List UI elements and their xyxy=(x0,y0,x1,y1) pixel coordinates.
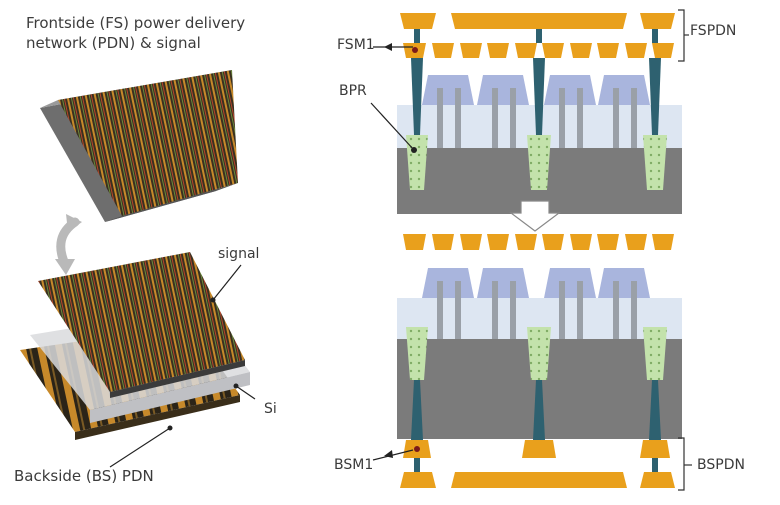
bsm1-metal-row xyxy=(403,440,670,458)
label-fsm1: FSM1 xyxy=(337,37,375,53)
bspdn-bracket xyxy=(678,437,685,491)
fspdn-bracket xyxy=(678,9,685,62)
leader-backside xyxy=(109,427,171,468)
label-bspdn: BSPDN xyxy=(697,457,745,473)
frontside-chip xyxy=(40,70,238,222)
frontside-chip-top xyxy=(58,70,238,216)
left-title: Frontside (FS) power delivery network (P… xyxy=(26,13,245,53)
fs-gates xyxy=(422,75,650,148)
left-title-line2: network (PDN) & signal xyxy=(26,34,201,52)
bs-top-metal-row xyxy=(403,234,674,250)
label-fspdn: FSPDN xyxy=(690,23,737,39)
leader-si xyxy=(235,385,256,400)
fs-buried-power-rails xyxy=(406,135,667,190)
label-backside-pdn: Backside (BS) PDN xyxy=(14,467,154,485)
bs-gates xyxy=(422,268,650,339)
label-signal: signal xyxy=(218,246,260,262)
leader-bpr xyxy=(370,102,415,151)
frontside-chip-bottom-edge xyxy=(105,183,238,222)
label-bpr: BPR xyxy=(339,83,367,99)
bs-buried-power-rails xyxy=(406,327,667,380)
bs-bottom-metal-row xyxy=(400,472,675,488)
fs-vias-top xyxy=(414,29,658,43)
left-title-line1: Frontside (FS) power delivery xyxy=(26,14,246,32)
bs-vias-bottom xyxy=(414,458,658,472)
fs-top-metal-row xyxy=(400,13,675,29)
fsm1-metal-row xyxy=(403,43,674,58)
signal-layer xyxy=(38,252,245,398)
flip-arrow-icon xyxy=(55,214,82,275)
leader-bsm1 xyxy=(372,449,414,461)
fs-power-vias xyxy=(411,58,661,135)
leader-signal xyxy=(212,264,242,301)
label-bsm1: BSM1 xyxy=(334,457,374,473)
down-arrow-icon xyxy=(509,200,561,232)
bs-power-vias xyxy=(411,380,661,440)
label-si-left: Si xyxy=(264,401,277,417)
